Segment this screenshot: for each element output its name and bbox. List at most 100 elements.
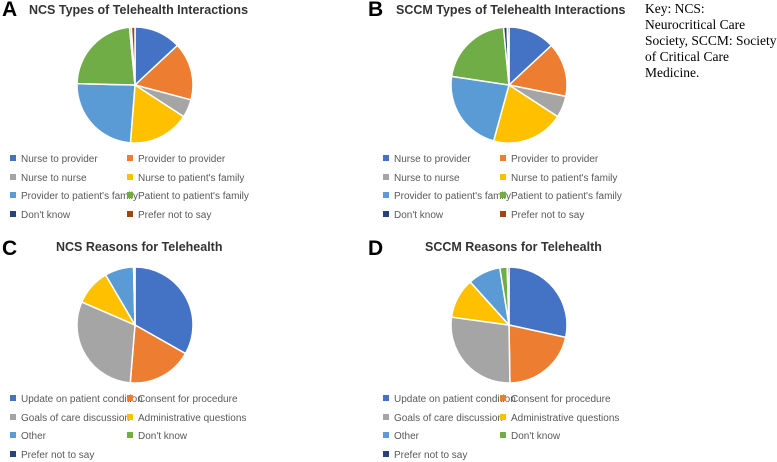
pie-slice-d-2 xyxy=(508,324,567,384)
legend-label: Don't know xyxy=(511,431,561,442)
legend-swatch xyxy=(383,210,389,217)
legend-item-a-2: Provider to provider xyxy=(127,154,225,165)
chart-title-c: NCS Reasons for Telehealth xyxy=(56,240,223,254)
legend-label: Consent for procedure xyxy=(138,394,238,405)
pie-chart-d xyxy=(450,266,568,384)
legend-swatch xyxy=(127,395,133,402)
legend-swatch xyxy=(383,395,389,402)
legend-item-d-7: Prefer not to say xyxy=(383,450,467,461)
legend-item-d-3: Goals of care discussion xyxy=(383,413,503,424)
legend-label: Provider to provider xyxy=(138,154,226,165)
legend-item-c-2: Consent for procedure xyxy=(127,394,238,405)
legend-swatch xyxy=(383,413,389,420)
legend-item-d-1: Update on patient condition xyxy=(383,394,516,405)
pie-slice-d-7 xyxy=(506,266,510,326)
pie-slice-d-3 xyxy=(450,316,511,384)
legend-item-a-5: Provider to patient's family xyxy=(10,191,138,202)
legend-item-c-3: Goals of care discussion xyxy=(10,413,130,424)
pie-slice-c-2 xyxy=(129,323,187,384)
legend-swatch xyxy=(10,173,16,180)
pie-slice-b-2 xyxy=(507,44,568,98)
panel-letter-d: D xyxy=(368,237,384,260)
legend-label: Update on patient condition xyxy=(394,394,516,405)
legend-label: Nurse to provider xyxy=(394,154,471,165)
pie-slice-d-1 xyxy=(508,266,568,339)
legend-swatch xyxy=(383,432,389,439)
pie-slice-c-1 xyxy=(134,266,194,355)
legend-label: Administrative questions xyxy=(511,412,620,424)
legend-item-b-1: Nurse to provider xyxy=(383,154,471,165)
legend-item-c-7: Prefer not to say xyxy=(10,450,94,461)
legend-item-b-6: Patient to patient's family xyxy=(500,191,622,202)
legend-swatch xyxy=(500,395,506,402)
legend-swatch xyxy=(10,192,16,199)
pie-chart-b xyxy=(450,26,568,144)
pie-slice-a-4 xyxy=(129,83,185,144)
legend-item-a-1: Nurse to provider xyxy=(10,154,98,165)
legend-swatch xyxy=(10,155,16,162)
legend-item-a-7: Don't know xyxy=(10,210,70,221)
pie-slice-b-5 xyxy=(450,75,510,142)
legend-label: Prefer not to say xyxy=(511,209,585,221)
legend-item-b-3: Nurse to nurse xyxy=(383,173,460,184)
legend-item-a-8: Prefer not to say xyxy=(127,210,211,221)
pie-slice-c-3 xyxy=(76,301,136,384)
legend-swatch xyxy=(10,210,16,217)
legend-swatch xyxy=(500,192,506,199)
legend-item-d-5: Other xyxy=(383,431,419,442)
legend-item-b-5: Provider to patient's family xyxy=(383,191,511,202)
legend-label: Provider to patient's family xyxy=(21,191,138,202)
chart-title-a: NCS Types of Telehealth Interactions xyxy=(29,3,249,17)
legend-label: Don't know xyxy=(21,209,71,221)
pie-slice-a-6 xyxy=(76,26,136,86)
pie-slice-b-8 xyxy=(506,26,510,86)
legend-swatch xyxy=(500,210,506,217)
legend-item-d-6: Don't know xyxy=(500,431,560,442)
legend-swatch xyxy=(10,432,16,439)
legend-item-a-6: Patient to patient's family xyxy=(127,191,249,202)
legend-swatch xyxy=(500,173,506,180)
legend-item-d-2: Consent for procedure xyxy=(500,394,611,405)
legend-label: Nurse to nurse xyxy=(21,172,87,184)
legend-label: Administrative questions xyxy=(138,412,247,424)
legend-item-c-5: Other xyxy=(10,431,46,442)
legend-swatch xyxy=(127,432,133,439)
legend-item-c-6: Don't know xyxy=(127,431,187,442)
legend-swatch xyxy=(500,432,506,439)
legend-item-b-7: Don't know xyxy=(383,210,443,221)
legend-swatch xyxy=(383,450,389,457)
legend-label: Nurse to nurse xyxy=(394,172,460,184)
legend-swatch xyxy=(127,173,133,180)
legend-swatch xyxy=(127,192,133,199)
legend-label: Other xyxy=(394,431,420,442)
legend-label: Update on patient condition xyxy=(21,394,143,405)
key-note: Key: NCS: Neurocritical Care Society, SC… xyxy=(645,1,777,80)
pie-chart-c xyxy=(76,266,194,384)
legend-item-d-4: Administrative questions xyxy=(500,413,619,424)
pie-slice-a-5 xyxy=(76,82,136,144)
legend-swatch xyxy=(500,155,506,162)
legend-swatch xyxy=(10,395,16,402)
legend-label: Patient to patient's family xyxy=(511,191,622,202)
legend-item-b-2: Provider to provider xyxy=(500,154,598,165)
legend-swatch xyxy=(127,210,133,217)
pie-slice-a-2 xyxy=(133,44,194,101)
legend-label: Other xyxy=(21,431,47,442)
legend-item-b-4: Nurse to patient's family xyxy=(500,173,617,184)
panel-letter-a: A xyxy=(2,0,18,21)
legend-label: Nurse to provider xyxy=(21,154,98,165)
legend-swatch xyxy=(127,155,133,162)
legend-item-c-4: Administrative questions xyxy=(127,413,246,424)
legend-label: Provider to patient's family xyxy=(394,191,511,202)
legend-item-c-1: Update on patient condition xyxy=(10,394,143,405)
legend-swatch xyxy=(383,155,389,162)
chart-title-d: SCCM Reasons for Telehealth xyxy=(425,240,602,254)
pie-slice-c-7 xyxy=(133,266,136,326)
chart-title-b: SCCM Types of Telehealth Interactions xyxy=(396,3,626,17)
legend-label: Consent for procedure xyxy=(511,394,611,405)
pie-slice-b-4 xyxy=(492,83,559,144)
pie-slice-a-8 xyxy=(130,26,136,86)
legend-swatch xyxy=(127,413,133,420)
legend-label: Goals of care discussion xyxy=(21,412,130,424)
legend-swatch xyxy=(383,173,389,180)
